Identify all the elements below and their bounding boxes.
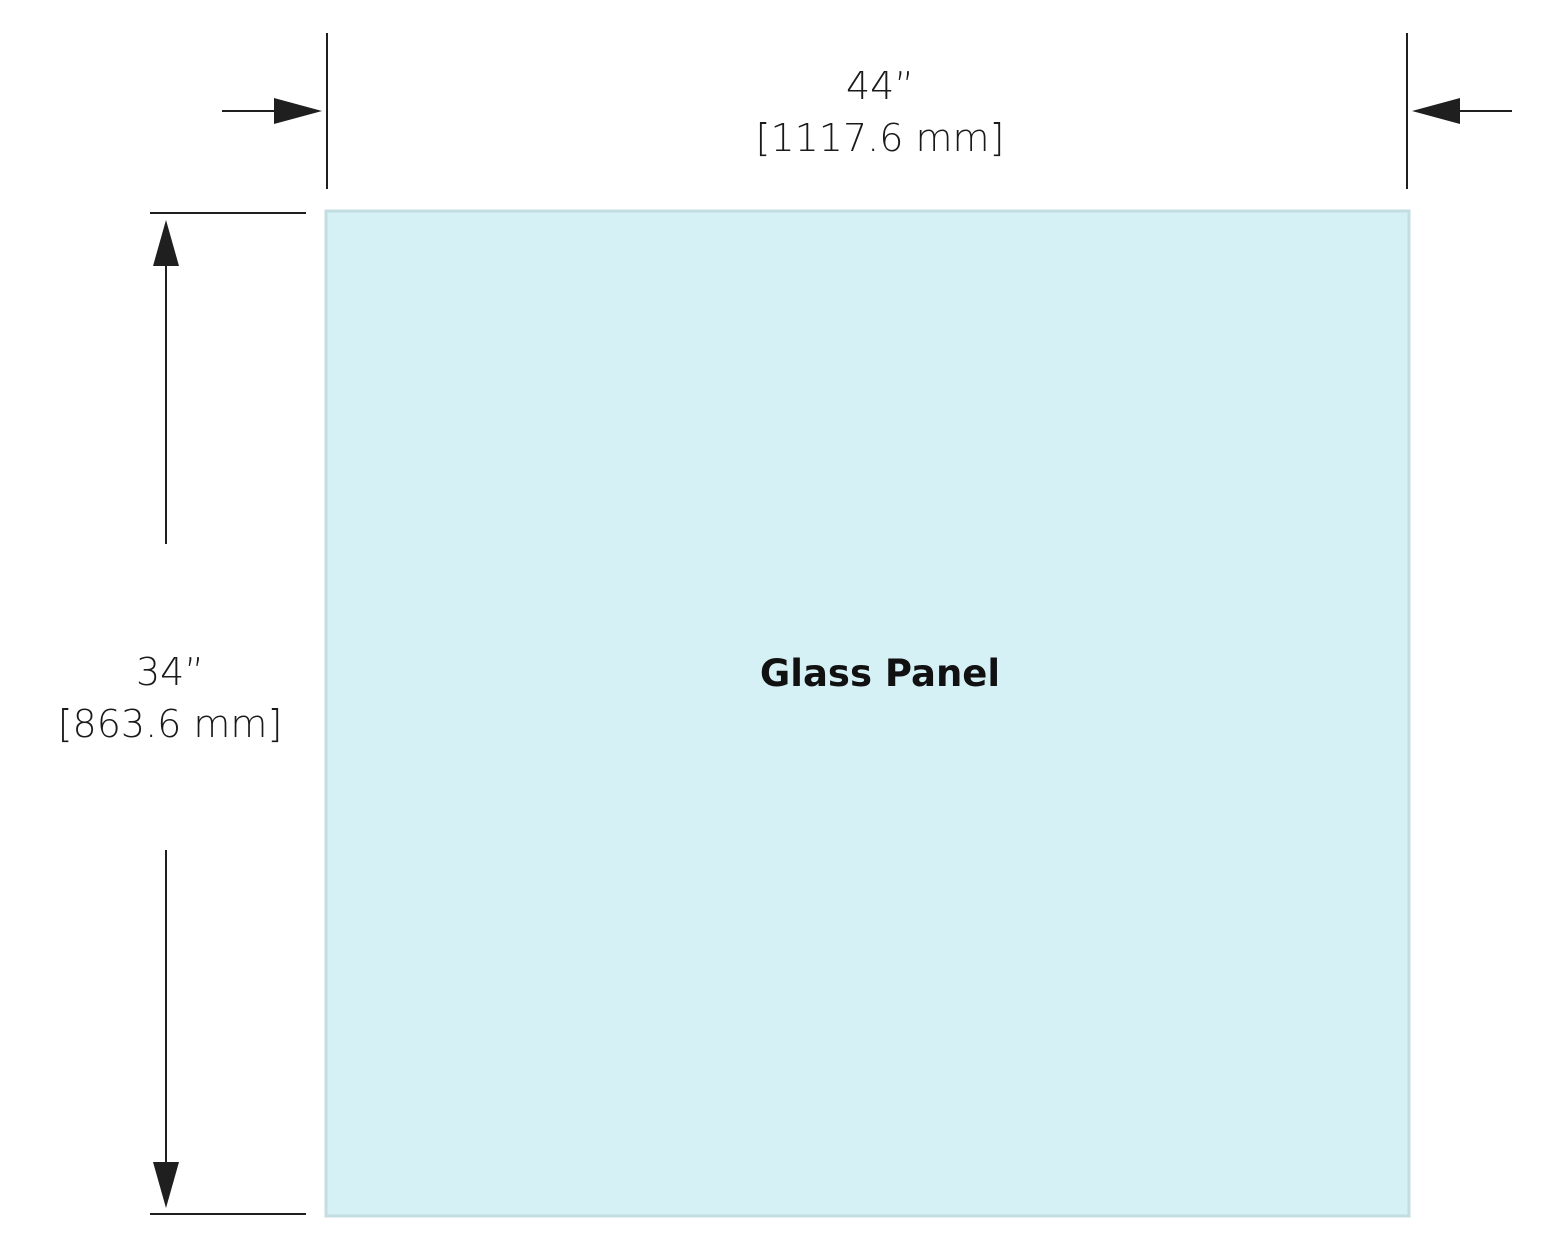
height-metric-text: [863.6 mm] <box>57 702 283 746</box>
width-dimension-label: 44” [1117.6 mm] <box>680 60 1080 164</box>
height-arrowhead-top <box>153 220 179 266</box>
height-arrowhead-bottom <box>153 1162 179 1208</box>
glass-panel-label: Glass Panel <box>759 652 1001 695</box>
width-metric-text: [1117.6 mm] <box>755 116 1005 160</box>
height-imperial-text: 34” <box>135 650 205 694</box>
width-imperial-text: 44” <box>845 64 915 108</box>
height-dimension-label: 34” [863.6 mm] <box>20 646 320 750</box>
glass-panel <box>324 209 1411 1218</box>
width-arrowhead-left <box>274 98 322 124</box>
width-arrowhead-right <box>1412 98 1460 124</box>
